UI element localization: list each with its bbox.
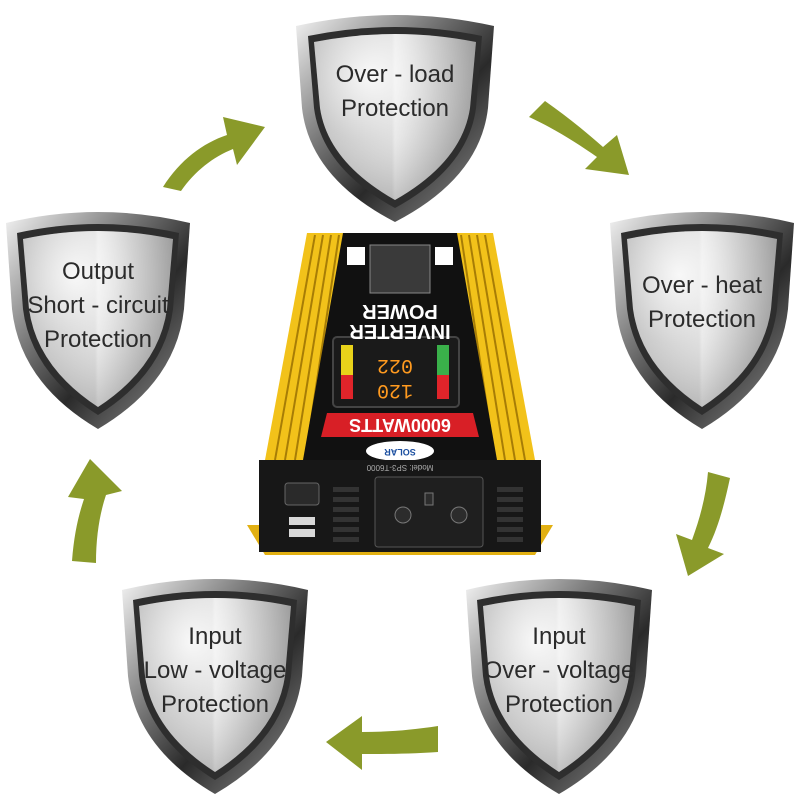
power-switch-icon bbox=[284, 482, 320, 506]
watts-label: 6000WATTS bbox=[349, 415, 451, 435]
shield-line-2: Over - voltage bbox=[483, 657, 635, 684]
shield-line-1: Output bbox=[61, 258, 135, 285]
shield-line-3: Protection bbox=[504, 691, 614, 718]
shield-label: Over - load Protection bbox=[290, 58, 500, 126]
display-digits-bottom: 120 bbox=[377, 378, 413, 401]
arrow-icon-top-left bbox=[163, 117, 265, 191]
shield-icon bbox=[6, 212, 190, 429]
shield-output-short-circuit: Output Short - circuit Protection bbox=[2, 205, 194, 433]
arrow-icon-left bbox=[68, 459, 122, 563]
model-label: Model: SP3-T6000 bbox=[366, 463, 433, 472]
heatsink-fins bbox=[274, 234, 526, 461]
shield-label: Input Over - voltage Protection bbox=[462, 620, 656, 722]
usb-port-icon bbox=[289, 517, 315, 525]
shield-label: Input Low - voltage Protection bbox=[118, 620, 312, 722]
shield-line-1: Over - heat bbox=[641, 272, 763, 299]
shield-icon bbox=[296, 15, 494, 222]
shield-icon bbox=[122, 579, 308, 794]
shield-line-2: Short - circuit bbox=[27, 292, 169, 319]
shield-line-2: Low - voltage bbox=[143, 657, 287, 684]
usb-port-icon bbox=[289, 529, 315, 537]
arrow-icon-bottom bbox=[326, 716, 438, 770]
shield-overheat: Over - heat Protection bbox=[606, 205, 798, 433]
shield-icon bbox=[610, 212, 794, 429]
shield-overload: Over - load Protection bbox=[290, 8, 500, 226]
shield-label: Output Short - circuit Protection bbox=[2, 255, 194, 357]
power-inverter-image: 022 120 POWER INVERTER 6000WATTS SOLAR M… bbox=[247, 233, 553, 555]
shield-line-3: Protection bbox=[160, 691, 270, 718]
shield-input-over-voltage: Input Over - voltage Protection bbox=[462, 572, 656, 798]
shield-line-3: Protection bbox=[43, 326, 153, 353]
universal-socket-icon bbox=[374, 476, 484, 548]
shield-line-1: Over - load bbox=[335, 61, 455, 88]
shield-icon bbox=[466, 579, 652, 794]
inverter-title-line1: POWER bbox=[362, 300, 438, 322]
lcd-display bbox=[332, 336, 460, 408]
shield-input-low-voltage: Input Low - voltage Protection bbox=[118, 572, 312, 798]
shield-label: Over - heat Protection bbox=[606, 269, 798, 337]
shield-line-2: Protection bbox=[647, 306, 757, 333]
arrow-icon-top-right bbox=[529, 101, 629, 175]
inverter-title-line2: INVERTER bbox=[349, 320, 451, 342]
shield-line-1: Input bbox=[532, 623, 586, 650]
shield-line-2: Protection bbox=[340, 95, 450, 122]
watts-banner bbox=[321, 413, 479, 437]
arrow-icon-right bbox=[676, 472, 730, 576]
brand-label: SOLAR bbox=[384, 447, 416, 457]
shield-line-1: Input bbox=[188, 623, 242, 650]
display-digits-top: 022 bbox=[377, 353, 413, 376]
